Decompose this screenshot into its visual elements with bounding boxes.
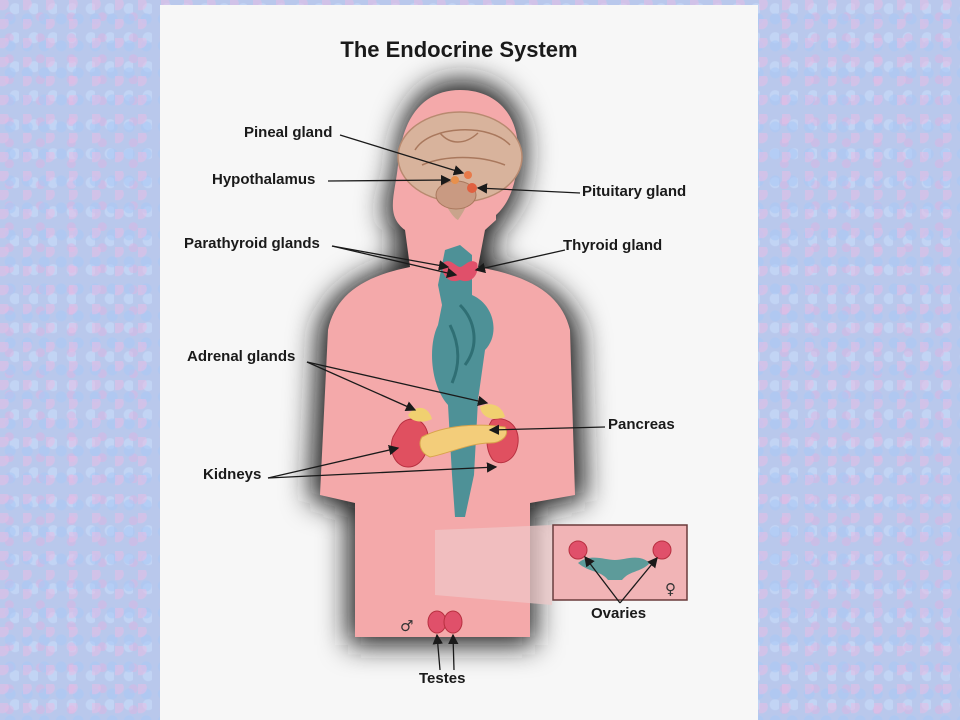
label-parathyroid-glands: Parathyroid glands [184,235,320,252]
uterus [578,557,650,580]
label-hypothalamus: Hypothalamus [212,171,316,188]
label-kidneys: Kidneys [203,466,262,483]
adrenal-left [408,407,432,422]
pineal-gland [464,171,472,179]
male-symbol: ♂ [400,617,414,635]
endocrine-figure [267,80,688,671]
pituitary-gland [467,183,477,193]
testis-left [427,610,447,634]
testis-right [443,610,463,634]
label-thyroid-gland: Thyroid gland [563,237,663,254]
diagram-title: The Endocrine System [340,37,578,62]
ovary-right [652,540,672,560]
hypothalamus-gland [451,176,459,184]
label-ovaries: Ovaries [591,605,647,622]
diagram-panel: The Endocrine System [160,5,758,720]
blood-vessels [432,245,494,517]
pancreas-organ [419,424,507,458]
adrenal-right [480,404,505,419]
ovary-left [568,540,588,560]
label-pancreas: Pancreas [608,416,675,433]
label-testes: Testes [419,670,466,687]
label-adrenal-glands: Adrenal glands [187,348,296,365]
female-symbol: ♀ [665,580,676,598]
label-pineal-gland: Pineal gland [244,124,333,141]
label-pituitary-gland: Pituitary gland [582,183,687,200]
